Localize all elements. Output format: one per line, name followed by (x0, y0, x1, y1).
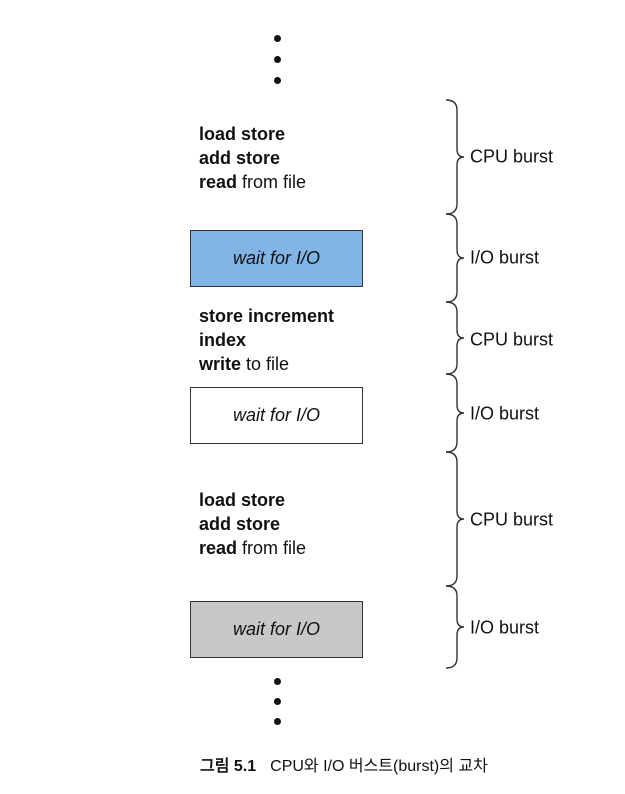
burst-label-4: I/O burst (470, 403, 540, 424)
io-wait-text: wait for I/O (232, 248, 321, 268)
burst-label-3: CPU burst (470, 329, 554, 350)
code-text: from file (237, 172, 307, 192)
code-text: to file (241, 354, 290, 374)
cpu-burst-code-2: store increment index write to file (199, 304, 334, 376)
code-text: from file (237, 538, 307, 558)
code-keyword: add store (199, 514, 281, 534)
code-keyword: write (199, 354, 242, 374)
burst-label-5: CPU burst (470, 509, 554, 530)
ellipsis-dot (274, 698, 281, 705)
burst-brace-4 (445, 373, 465, 453)
ellipsis-dot (274, 35, 281, 42)
code-keyword: store increment (199, 306, 335, 326)
ellipsis-dot (274, 718, 281, 725)
burst-label-1: CPU burst (470, 146, 554, 167)
io-wait-box-1: wait for I/O (190, 230, 363, 287)
code-keyword: add store (199, 148, 281, 168)
burst-brace-5 (445, 451, 465, 587)
cpu-burst-code-3: load store add store read from file (199, 488, 306, 560)
burst-brace-2 (445, 213, 465, 303)
burst-label-2: I/O burst (470, 247, 540, 268)
figure-caption-text: CPU와 I/O 버스트(burst)의 교차 (270, 758, 488, 775)
ellipsis-dot (274, 678, 281, 685)
io-wait-text: wait for I/O (232, 405, 321, 425)
figure-caption: 그림 5.1 CPU와 I/O 버스트(burst)의 교차 (200, 752, 488, 776)
io-wait-box-2: wait for I/O (190, 387, 363, 444)
code-keyword: index (199, 330, 247, 350)
code-keyword: load store (199, 490, 286, 510)
burst-brace-6 (445, 585, 465, 669)
io-wait-box-3: wait for I/O (190, 601, 363, 658)
burst-brace-1 (445, 99, 465, 215)
code-keyword: read (199, 538, 238, 558)
burst-label-6: I/O burst (470, 617, 540, 638)
ellipsis-dot (274, 77, 281, 84)
io-wait-text: wait for I/O (232, 619, 321, 639)
ellipsis-dot (274, 56, 281, 63)
figure-number: 그림 5.1 (200, 758, 257, 775)
code-keyword: load store (199, 124, 286, 144)
cpu-burst-code-1: load store add store read from file (199, 122, 306, 194)
code-keyword: read (199, 172, 238, 192)
burst-brace-3 (445, 301, 465, 375)
